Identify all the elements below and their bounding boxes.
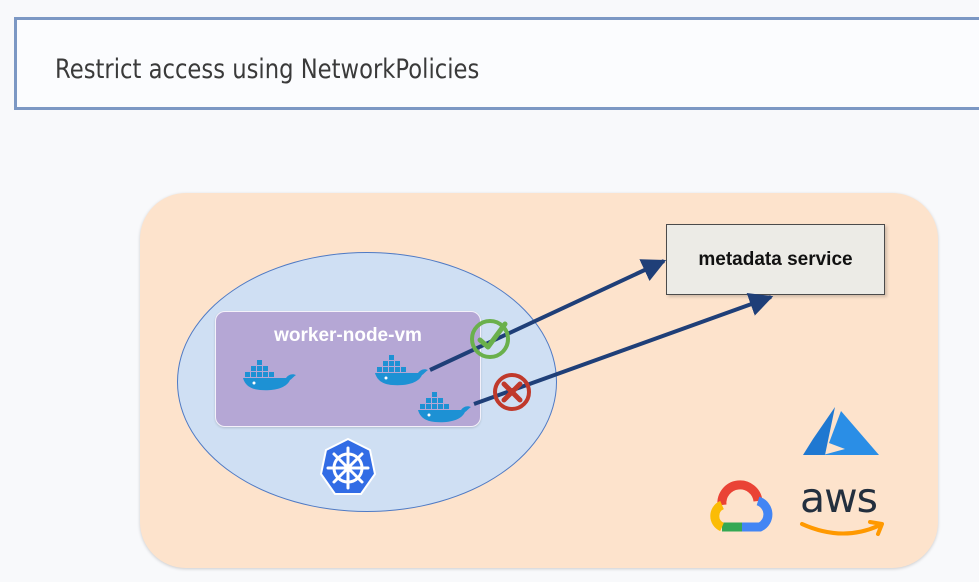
allowed-connection-arrow	[429, 259, 667, 372]
metadata-service-label: metadata service	[698, 248, 853, 270]
aws-smile-icon	[800, 520, 884, 536]
x-circle-icon	[493, 373, 531, 411]
aws-icon: aws	[800, 474, 878, 522]
denied-connection-arrow	[473, 293, 774, 406]
check-circle-icon	[470, 319, 510, 359]
docker-whale-icon	[375, 355, 428, 386]
google-cloud-icon	[710, 480, 773, 532]
worker-node-label: worker-node-vm	[274, 325, 422, 346]
title-box: Restrict access using NetworkPolicies	[14, 17, 979, 110]
azure-icon	[803, 407, 879, 455]
metadata-service: metadata service	[666, 224, 885, 295]
page-title: Restrict access using NetworkPolicies	[55, 54, 480, 85]
docker-whale-icon	[418, 392, 471, 423]
kubernetes-icon	[319, 437, 377, 495]
docker-whale-icon	[243, 360, 296, 391]
